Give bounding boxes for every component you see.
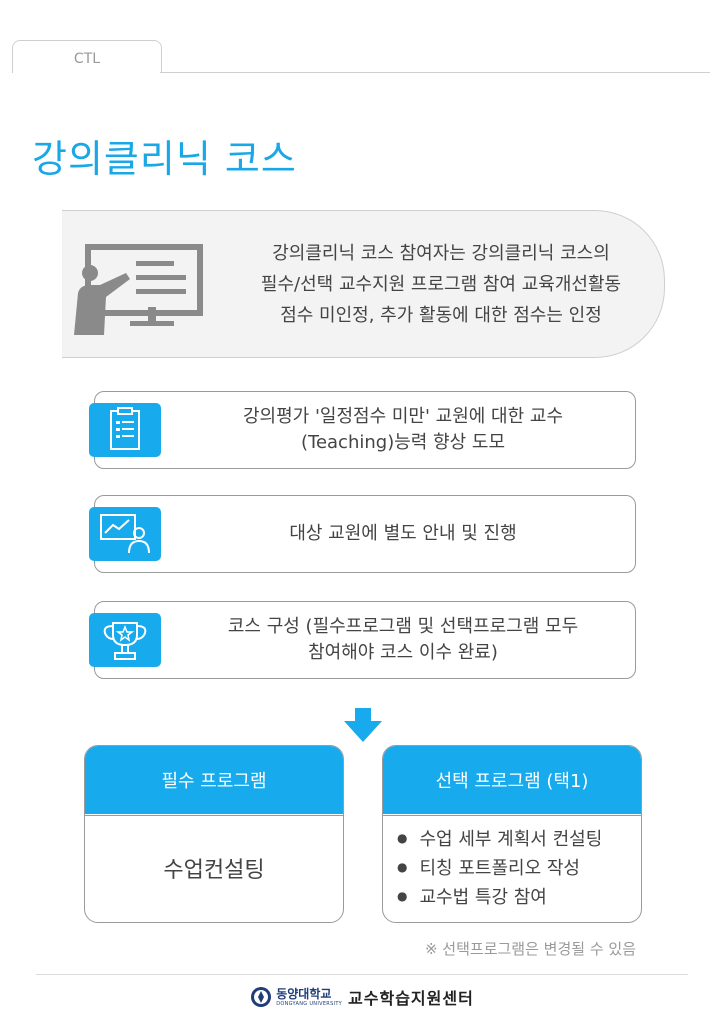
- presenter-icon: [89, 507, 161, 561]
- list-item: 수업 세부 계획서 컨설팅: [397, 826, 602, 855]
- ctl-tab[interactable]: CTL: [12, 40, 162, 73]
- intro-panel: [62, 210, 665, 358]
- info-card-evaluation: 강의평가 '일정점수 미만' 교원에 대한 교수 (Teaching)능력 향상 …: [89, 391, 636, 469]
- card-line: 코스 구성 (필수프로그램 및 선택프로그램 모두: [227, 616, 579, 637]
- required-program-box: 필수 프로그램 수업컨설팅: [84, 745, 344, 923]
- footer-divider: [36, 974, 688, 975]
- university-name-en: DONGYANG UNIVERSITY: [276, 1000, 343, 1007]
- change-note: ※ 선택프로그램은 변경될 수 있음: [424, 940, 636, 958]
- intro-text: 강의클리닉 코스 참여자는 강의클리닉 코스의 필수/선택 교수지원 프로그램 …: [224, 238, 658, 331]
- tab-label: CTL: [73, 51, 101, 67]
- required-program-body: 수업컨설팅: [85, 815, 343, 922]
- page-title: 강의클리닉 코스: [32, 137, 297, 181]
- teacher-board-icon: [74, 244, 203, 335]
- university-emblem-icon: [251, 987, 272, 1007]
- university-name: 동양대학교: [276, 986, 332, 1001]
- card-text: 강의평가 '일정점수 미만' 교원에 대한 교수 (Teaching)능력 향상 …: [185, 392, 621, 468]
- intro-line: 강의클리닉 코스 참여자는 강의클리닉 코스의: [272, 243, 610, 264]
- required-program-item: 수업컨설팅: [163, 858, 265, 883]
- intro-line: 점수 미인정, 추가 활동에 대한 점수는 인정: [280, 305, 602, 326]
- center-name: 교수학습지원센터: [348, 989, 474, 1008]
- card-text: 대상 교원에 별도 안내 및 진행: [185, 496, 621, 572]
- card-line: 대상 교원에 별도 안내 및 진행: [289, 523, 517, 544]
- selective-program-box: 선택 프로그램 (택1) 수업 세부 계획서 컨설팅 티칭 포트폴리오 작성 교…: [382, 745, 642, 923]
- arrow-down-icon: [344, 708, 382, 742]
- card-line: 강의평가 '일정점수 미만' 교원에 대한 교수: [242, 406, 564, 427]
- clipboard-icon: [89, 403, 161, 457]
- required-program-header: 필수 프로그램: [85, 746, 343, 814]
- info-card-notice: 대상 교원에 별도 안내 및 진행: [89, 495, 636, 573]
- university-wordmark: 동양대학교 DONGYANG UNIVERSITY: [276, 986, 343, 1007]
- tab-divider: [160, 72, 710, 73]
- card-line: (Teaching)능력 향상 도모: [300, 432, 506, 453]
- footer: 동양대학교 DONGYANG UNIVERSITY 교수학습지원센터: [0, 985, 724, 1009]
- list-item: 티칭 포트폴리오 작성: [397, 855, 602, 884]
- intro-line: 필수/선택 교수지원 프로그램 참여 교육개선활동: [260, 274, 622, 295]
- selective-program-list: 수업 세부 계획서 컨설팅 티칭 포트폴리오 작성 교수법 특강 참여: [397, 826, 602, 913]
- trophy-icon: [89, 613, 161, 667]
- selective-program-header: 선택 프로그램 (택1): [383, 746, 641, 814]
- selective-program-body: 수업 세부 계획서 컨설팅 티칭 포트폴리오 작성 교수법 특강 참여: [383, 815, 641, 922]
- list-item: 교수법 특강 참여: [397, 884, 602, 913]
- card-line: 참여해야 코스 이수 완료): [308, 642, 498, 663]
